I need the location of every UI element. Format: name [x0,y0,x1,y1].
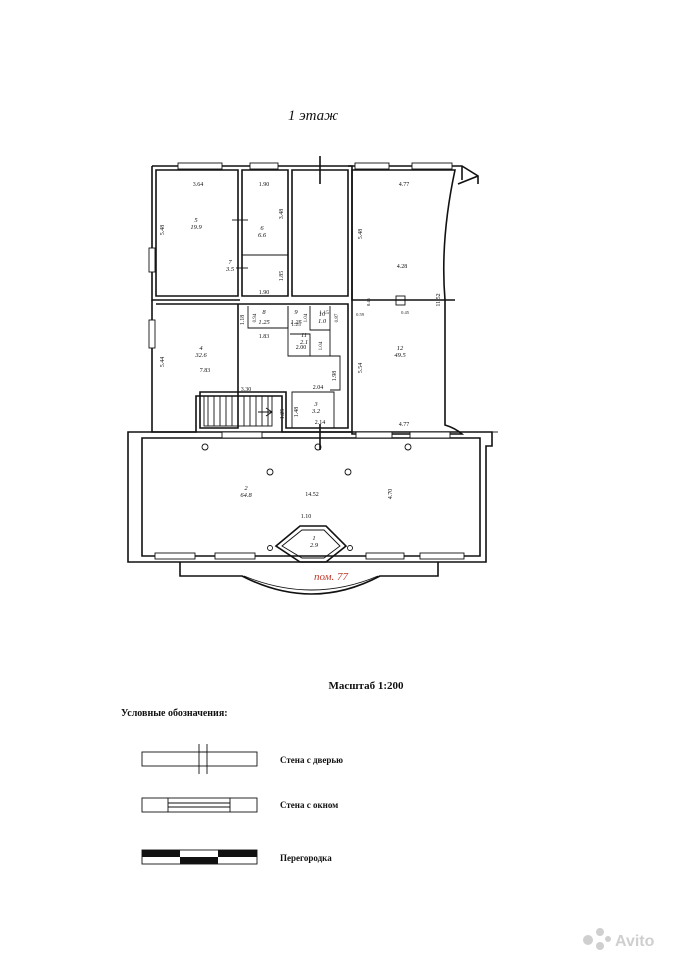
dimension: 5.48 [358,229,364,240]
dimension: 1.25 [280,409,286,420]
room-area: 64.8 [240,492,252,499]
room-area: 1.25 [258,319,270,326]
legend-item-label: Стена с дверью [280,755,343,765]
dimension: 1.04 [304,313,309,322]
dimension: 0.45 [401,310,410,315]
legend-heading: Условные обозначения: [121,708,228,719]
room-number: 3 [313,401,318,408]
dimension: 0.45 [366,297,371,306]
room-area: 3.2 [311,408,321,415]
room-area: 1.0 [318,318,327,325]
room-area: 49.5 [394,352,406,359]
dimension: 2.04 [313,385,324,391]
room-number: 6 [260,225,264,232]
dimension: 0.59 [356,312,365,317]
legend: Условные обозначения: Стена с дверью Сте… [121,708,343,865]
legend-wall-window-symbol [141,797,258,813]
dimension: 4.28 [397,264,408,270]
legend-wall-door-symbol [141,744,258,774]
premises-number: пом. 77 [314,571,349,583]
dimension: 1.98 [332,371,338,382]
room-area: 1.25 [290,319,302,326]
dimension: 1.48 [294,407,300,418]
legend-partition-symbol [141,849,258,865]
scale-label: Масштаб 1:200 [328,680,404,692]
dimension-labels: 3.64 1.90 5.48 3.48 1.85 1.90 4.77 5.48 … [160,182,442,520]
dimension: 4.70 [388,489,394,500]
dimension: 1.90 [259,290,270,296]
dimension: 5.54 [358,363,364,374]
room-labels: 5 19.9 6 6.6 7 3.5 4 32.6 8 1.25 9 1.25 … [190,217,406,549]
room-area: 19.9 [190,224,202,231]
dimension: 1.83 [259,334,270,340]
room-area: 6.6 [258,232,267,239]
room-number: 9 [294,309,298,316]
dimension: 3.30 [241,387,252,393]
floor-title: 1 этаж [288,108,338,124]
dimension: 1.85 [279,271,285,282]
floor-plan [127,156,498,595]
dimension: 1.90 [259,182,270,188]
dimension: 14.52 [305,492,319,498]
room-area: 2.9 [310,542,319,549]
dimension: 1.15 [319,310,329,316]
dimension: 1.18 [240,315,246,326]
room-area: 3.5 [225,266,235,273]
staircase [203,395,273,427]
room-number: 12 [397,345,404,352]
dimension: 1.10 [301,514,312,520]
legend-item-label: Перегородка [280,853,332,863]
room-area: 32.6 [194,352,207,359]
dimension: 5.44 [160,357,166,368]
room-number: 10 [319,311,326,318]
dimension: 3.48 [279,209,285,220]
room-number: 2 [244,485,248,492]
room-number: 1 [312,535,315,542]
room-number: 11 [301,332,307,339]
room-number: 4 [199,345,203,352]
dimension: 1.25 [291,322,301,328]
room-area: 2.1 [300,339,308,346]
dimension: 2.00 [296,345,307,351]
dimension: 0.94 [253,313,258,322]
dimension: 4.77 [399,182,410,188]
legend-item-label: Стена с окном [280,800,338,810]
watermark-text: Avito [615,933,655,950]
dimension: 4.77 [399,422,410,428]
dimension: 3.64 [193,182,204,188]
avito-watermark: Avito [583,928,655,950]
avito-logo-icon [583,928,611,950]
dimension: 1.04 [319,341,324,350]
room-number: 7 [228,259,232,266]
dimension: 5.48 [160,225,166,236]
dimension: 2.14 [315,420,326,426]
dimension: 11.52 [436,293,442,306]
dimension: 0.87 [335,313,340,322]
room-number: 8 [262,309,266,316]
dimension: 7.83 [200,368,211,374]
room-number: 5 [194,217,198,224]
